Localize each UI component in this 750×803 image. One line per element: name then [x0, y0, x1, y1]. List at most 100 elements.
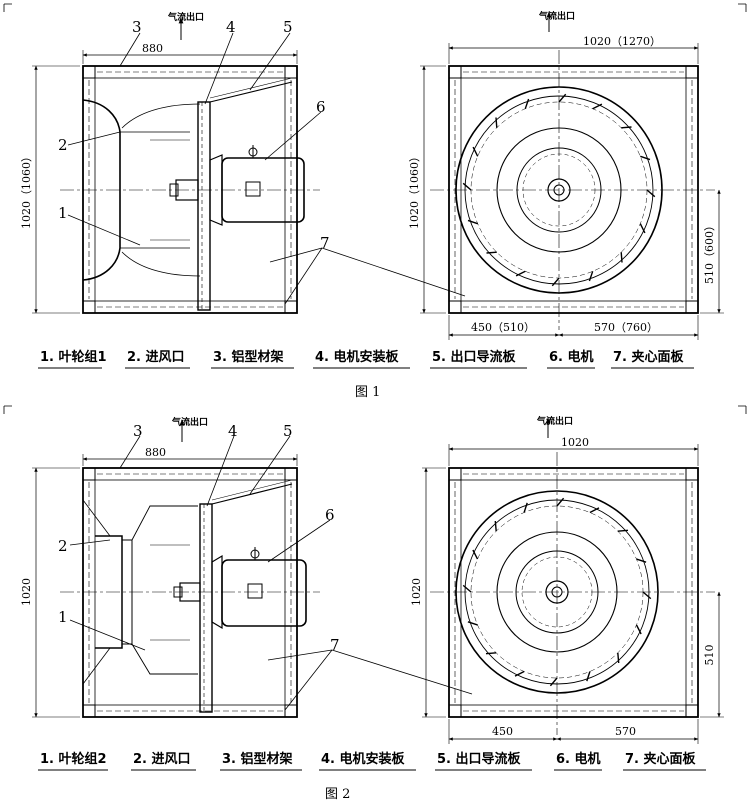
impeller-blade [558, 93, 567, 103]
impeller-blade [636, 558, 647, 563]
fig2-front-height-dim: 1020 [410, 578, 423, 606]
fig2-legend-item-2: 2. 进风口 [133, 752, 191, 767]
fig2-panel-leader [331, 649, 473, 695]
fig1-front-right-dim: 510（600） [703, 220, 716, 284]
impeller-blade [524, 98, 530, 109]
impeller-blade [467, 621, 478, 626]
impeller-blade [592, 103, 603, 110]
fig2-legend-item-1: 1. 叶轮组2 [40, 751, 107, 767]
fig1-front-bottom-right-dim: 570（760） [594, 321, 658, 334]
fig2-side-height-dim: 1020 [20, 578, 33, 606]
impeller-blade [549, 677, 558, 687]
fig2-callout-3: 3 [133, 422, 143, 440]
fig1-legend-item-2: 2. 进风口 [127, 350, 185, 365]
fig1-panel-leader [321, 247, 466, 297]
fig2-legend-item-3: 3. 铝型材架 [222, 751, 293, 767]
fig1-callout-6: 6 [316, 98, 326, 116]
fig2-front-frame [448, 467, 699, 718]
impeller-blade [621, 126, 632, 129]
fig2-legend-item-7: 7. 夹心面板 [625, 751, 697, 767]
impeller-blade [617, 529, 629, 532]
fig1-callout-3: 3 [132, 18, 142, 36]
fig2-side-frame [82, 467, 298, 718]
impeller-blade [472, 549, 479, 560]
impeller-blade [635, 624, 642, 635]
fig2-side-view [60, 467, 320, 718]
fig1-front-view [430, 50, 715, 330]
impeller-blade [646, 189, 656, 198]
fig2-front-dimensions [422, 417, 724, 744]
impeller-blade [494, 520, 497, 532]
impeller-blade [588, 271, 594, 282]
fig2-callout-6: 6 [325, 506, 335, 524]
fig1-callout-2: 2 [58, 136, 68, 154]
fig1-callout-1: 1 [58, 204, 68, 222]
impeller-blade [472, 146, 479, 157]
fig1-front-width-dim: 1020（1270） [583, 35, 661, 48]
page-corner-marks [3, 3, 747, 414]
fig2-legend: 1. 叶轮组2 2. 进风口 3. 铝型材架 4. 电机安装板 5. 出口导流板… [38, 751, 706, 771]
figure-1: 880 1020（1060） 气流出口 1 2 3 4 5 6 7 [20, 10, 724, 400]
fig2-callout-2: 2 [58, 537, 68, 555]
fig2-motor-mount-plate [199, 503, 213, 713]
fig2-legend-item-5: 5. 出口导流板 [437, 751, 522, 767]
fig1-front-frame [448, 65, 699, 314]
impeller-blade [640, 155, 651, 161]
fig1-side-frame [82, 65, 298, 314]
fig2-inlet [95, 535, 123, 649]
impeller-blade [642, 591, 652, 600]
fig1-legend-item-3: 3. 铝型材架 [213, 349, 284, 365]
fig1-legend-item-5: 5. 出口导流板 [432, 349, 517, 365]
impeller-blade [515, 270, 526, 277]
impeller-blade [551, 277, 560, 287]
fig2-legend-item-4: 4. 电机安装板 [321, 751, 406, 767]
fig1-legend-item-4: 4. 电机安装板 [315, 349, 400, 365]
fig1-front-bottom-left-dim: 450（510） [471, 321, 535, 334]
fig1-caption: 图 1 [355, 385, 380, 400]
fig1-side-width-dim: 880 [142, 42, 163, 55]
fig2-callout-1: 1 [58, 608, 68, 626]
fig1-front-airflow-label: 气流出口 [538, 10, 575, 22]
fig1-side-view [60, 65, 320, 314]
fig2-callout-5: 5 [283, 422, 293, 440]
fig1-front-height-dim: 1020（1060） [408, 151, 421, 229]
fig2-side-width-dim: 880 [145, 446, 166, 459]
fig1-callout-5: 5 [283, 18, 293, 36]
impeller-blade [467, 219, 478, 225]
fig2-side-airflow-label: 气流出口 [171, 416, 208, 428]
fig2-callout-7: 7 [330, 636, 340, 654]
fig2-front-bottom-left-dim: 450 [492, 725, 513, 738]
fig1-callout-4: 4 [226, 18, 236, 36]
fig1-motor-mount-plate [197, 101, 211, 311]
fig2-front-right-dim: 510 [703, 645, 716, 666]
fig1-side-height-dim: 1020（1060） [20, 151, 33, 229]
fig1-legend: 1. 叶轮组1 2. 进风口 3. 铝型材架 4. 电机安装板 5. 出口导流板… [38, 349, 694, 369]
fig1-front-dimensions [420, 11, 724, 340]
impeller-blade [617, 652, 620, 664]
fig1-legend-item-7: 7. 夹心面板 [613, 349, 685, 365]
fig2-outlet-guide [211, 483, 293, 505]
fig2-side-dimensions [32, 419, 298, 718]
fig2-front-bottom-right-dim: 570 [615, 725, 636, 738]
impeller-blade [556, 497, 565, 507]
impeller-blade [586, 671, 591, 682]
fig1-side-leaders [67, 32, 323, 305]
impeller-blade [486, 251, 497, 254]
fig2-side-leaders [69, 435, 333, 711]
fig2-front-airflow-label: 气流出口 [536, 415, 573, 427]
impeller-blade [639, 223, 646, 234]
impeller-blade [495, 117, 498, 128]
fig1-legend-item-1: 1. 叶轮组1 [40, 349, 107, 365]
fig2-motor [221, 559, 307, 627]
fig1-outlet-guide [209, 81, 293, 103]
impeller-blade [523, 502, 528, 513]
fig1-side-airflow-label: 气流出口 [167, 11, 204, 23]
fig2-caption: 图 2 [325, 787, 350, 802]
impeller-blade [462, 182, 472, 191]
impeller-blade [462, 584, 472, 593]
fig2-front-width-dim: 1020 [561, 436, 589, 449]
fig2-front-view [430, 452, 715, 735]
fig2-legend-item-6: 6. 电机 [556, 751, 601, 767]
impeller-blade [589, 507, 600, 514]
